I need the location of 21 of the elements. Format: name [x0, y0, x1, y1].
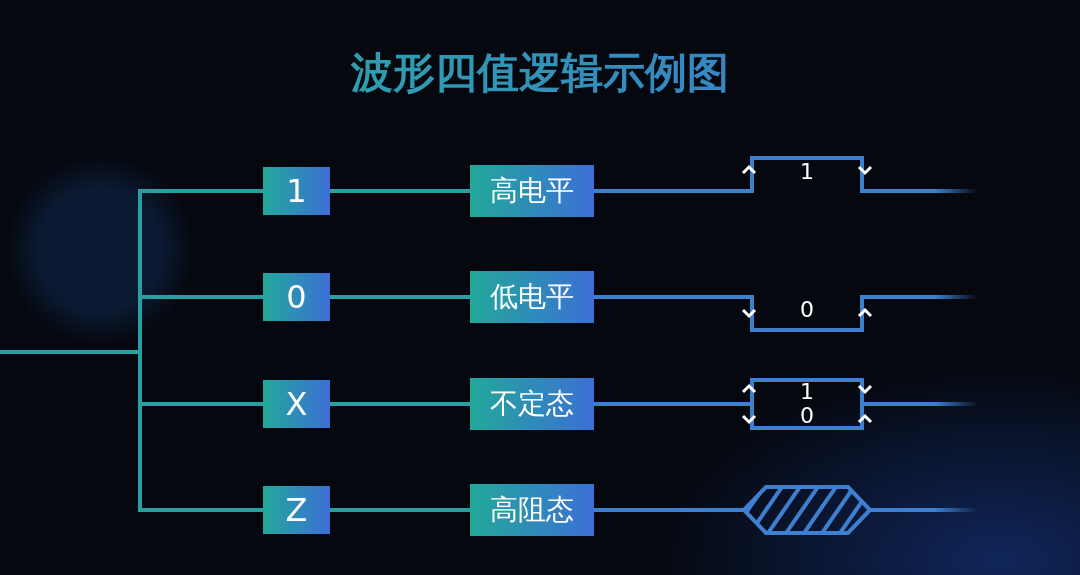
connector-line — [330, 508, 470, 512]
connector-line — [594, 295, 744, 299]
connector-line — [594, 189, 744, 193]
state-box: 高阻态 — [470, 484, 594, 536]
connector-line — [330, 189, 470, 193]
waveform-label: 1 — [799, 381, 815, 403]
connector-line — [330, 295, 470, 299]
connector-line — [330, 402, 470, 406]
state-box: 不定态 — [470, 378, 594, 430]
value-box: 1 — [263, 167, 330, 215]
value-box: Z — [263, 486, 330, 534]
connector-line — [594, 402, 744, 406]
value-box: 0 — [263, 273, 330, 321]
state-box: 高电平 — [470, 165, 594, 217]
waveform-label: 0 — [799, 299, 815, 321]
title: 波形四值逻辑示例图 — [350, 48, 730, 97]
value-box: X — [263, 380, 330, 428]
waveform-label: 0 — [799, 405, 815, 427]
waveform-label: 1 — [799, 161, 815, 183]
state-box: 低电平 — [470, 271, 594, 323]
connector-line — [594, 508, 744, 512]
